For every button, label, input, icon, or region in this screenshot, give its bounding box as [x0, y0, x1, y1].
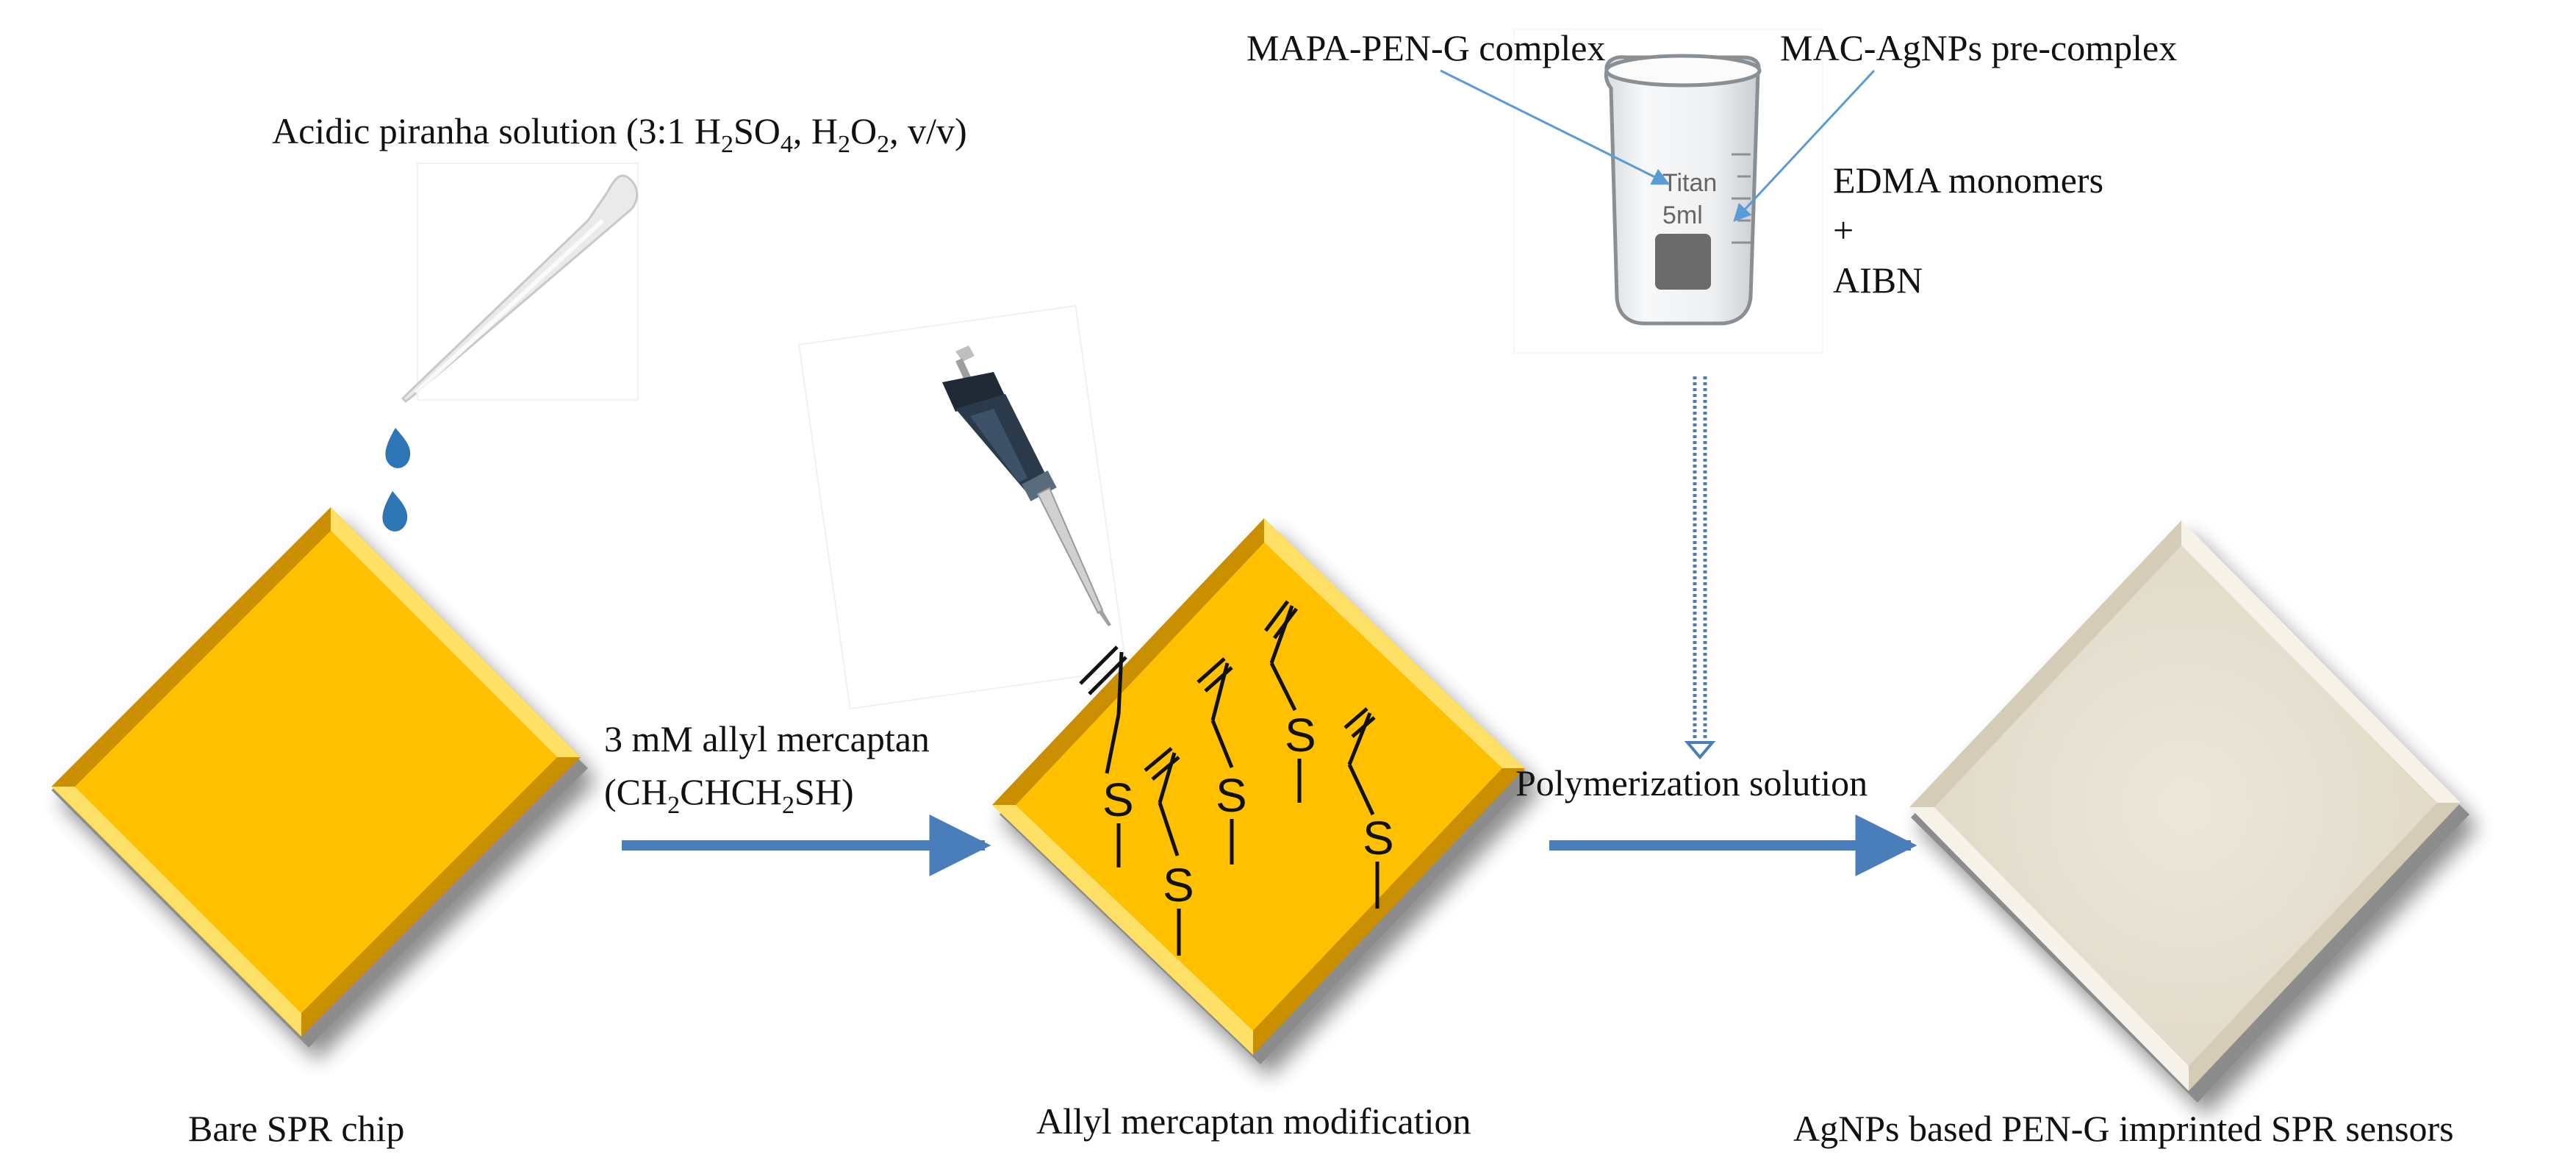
sulfur-atom: S	[1163, 859, 1194, 912]
pasteur-pipette-icon	[401, 162, 639, 403]
micropipette-icon	[797, 304, 1128, 710]
molecule-2	[1144, 747, 1181, 956]
water-drop-icon	[382, 428, 411, 531]
allyl-mercaptan-concentration-label: 3 mM allyl mercaptan	[604, 718, 930, 759]
bare-spr-chip	[51, 507, 588, 1048]
edma-monomers-label: EDMA monomers	[1833, 160, 2103, 201]
polymerization-solution-label: Polymerization solution	[1515, 762, 1868, 803]
sulfur-atom: S	[1102, 773, 1134, 826]
mac-agnps-precomplex-label: MAC-AgNPs pre-complex	[1780, 27, 2177, 68]
molecule-4	[1264, 600, 1302, 803]
allyl-mercaptan-formula-label: (CH2CHCH2SH)	[604, 771, 854, 819]
molecule-1	[1079, 645, 1127, 867]
beaker-icon: Titan 5ml	[1513, 29, 1823, 354]
beaker-brand-text: Titan	[1662, 169, 1717, 197]
beaker-volume-text: 5ml	[1662, 201, 1703, 229]
sulfur-atom: S	[1363, 812, 1394, 865]
polymerization-flow-arrow	[1684, 376, 1716, 760]
sulfur-atom-labels: S S S S S	[1102, 709, 1394, 912]
imprinted-sensor-caption: AgNPs based PEN-G imprinted SPR sensors	[1793, 1108, 2454, 1149]
imprinted-spr-sensor-chip	[1909, 520, 2469, 1103]
molecule-3	[1196, 657, 1234, 865]
allyl-mercaptan-molecules	[1079, 600, 1380, 956]
bare-spr-chip-caption: Bare SPR chip	[188, 1108, 404, 1149]
allyl-modified-chip	[992, 518, 1532, 1064]
component-pointers	[1440, 69, 1876, 222]
mapa-pen-g-complex-label: MAPA-PEN-G complex	[1246, 27, 1605, 68]
plus-sign: +	[1833, 210, 1854, 251]
molecule-5	[1343, 707, 1380, 909]
sulfur-atom: S	[1216, 769, 1247, 822]
aibn-label: AIBN	[1833, 260, 1923, 301]
sulfur-atom: S	[1285, 709, 1316, 762]
piranha-solution-label: Acidic piranha solution (3:1 H2SO4, H2O2…	[272, 110, 967, 158]
allyl-modification-caption: Allyl mercaptan modification	[1036, 1100, 1471, 1142]
